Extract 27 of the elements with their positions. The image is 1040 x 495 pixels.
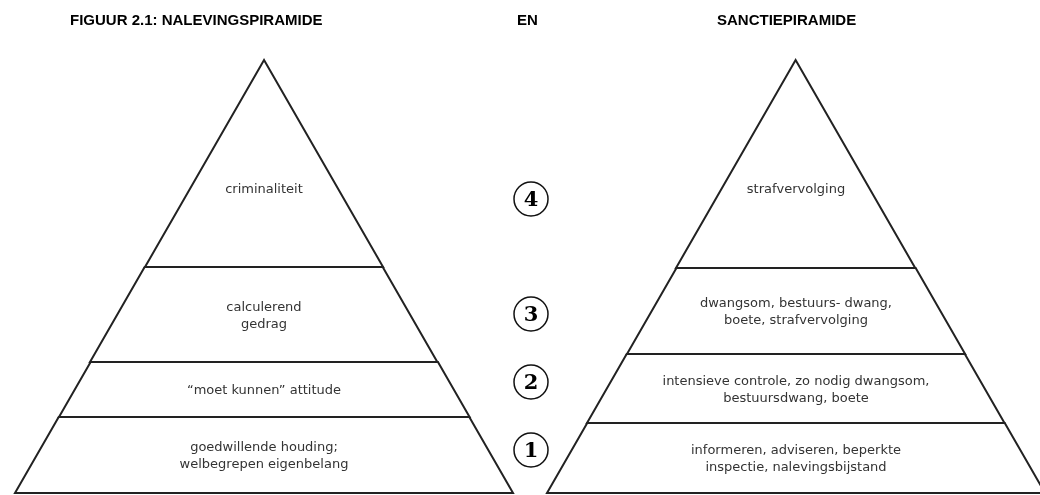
layer-label: dwangsom, bestuurs- dwang, boete, strafvervolging bbox=[698, 294, 893, 328]
layer-label: intensieve controle, zo nodig dwangsom, bestuursdwang, boete bbox=[661, 371, 931, 406]
layer-label: informeren, adviseren, beperkte inspectie, nalevingsbijstand bbox=[689, 441, 902, 475]
heading-text: EN bbox=[517, 11, 538, 28]
figure-title: FIGUUR 2.1: NALEVINGSPIRAMIDE bbox=[70, 11, 323, 28]
layer-label: criminaliteit bbox=[224, 179, 304, 197]
level-circle bbox=[513, 296, 549, 332]
level-circle bbox=[513, 432, 549, 468]
heading-text: SANCTIEPIRAMIDE bbox=[717, 11, 857, 28]
level-number: 2 bbox=[522, 370, 540, 394]
pyramid-layer bbox=[90, 267, 438, 362]
pyramid-layer bbox=[626, 268, 966, 354]
layer-label: “moet kunnen” attitude bbox=[185, 381, 343, 398]
layer-label: goedwillende houding; welbegrepen eigenbelang bbox=[178, 438, 350, 472]
pyramid-layer bbox=[58, 362, 470, 417]
level-circle bbox=[513, 364, 549, 400]
level-circle bbox=[513, 181, 549, 217]
layer-label: strafvervolging bbox=[745, 180, 847, 198]
pyramid-layer bbox=[144, 60, 383, 267]
pyramid-layer bbox=[15, 417, 513, 493]
level-number: 4 bbox=[522, 187, 540, 211]
level-number: 3 bbox=[522, 302, 540, 326]
layer-label: calculerend gedrag bbox=[225, 297, 303, 332]
pyramid-layer bbox=[676, 60, 916, 268]
pyramid-layer bbox=[587, 354, 1005, 423]
pyramid-layer bbox=[547, 423, 1040, 493]
level-number: 1 bbox=[522, 438, 540, 462]
